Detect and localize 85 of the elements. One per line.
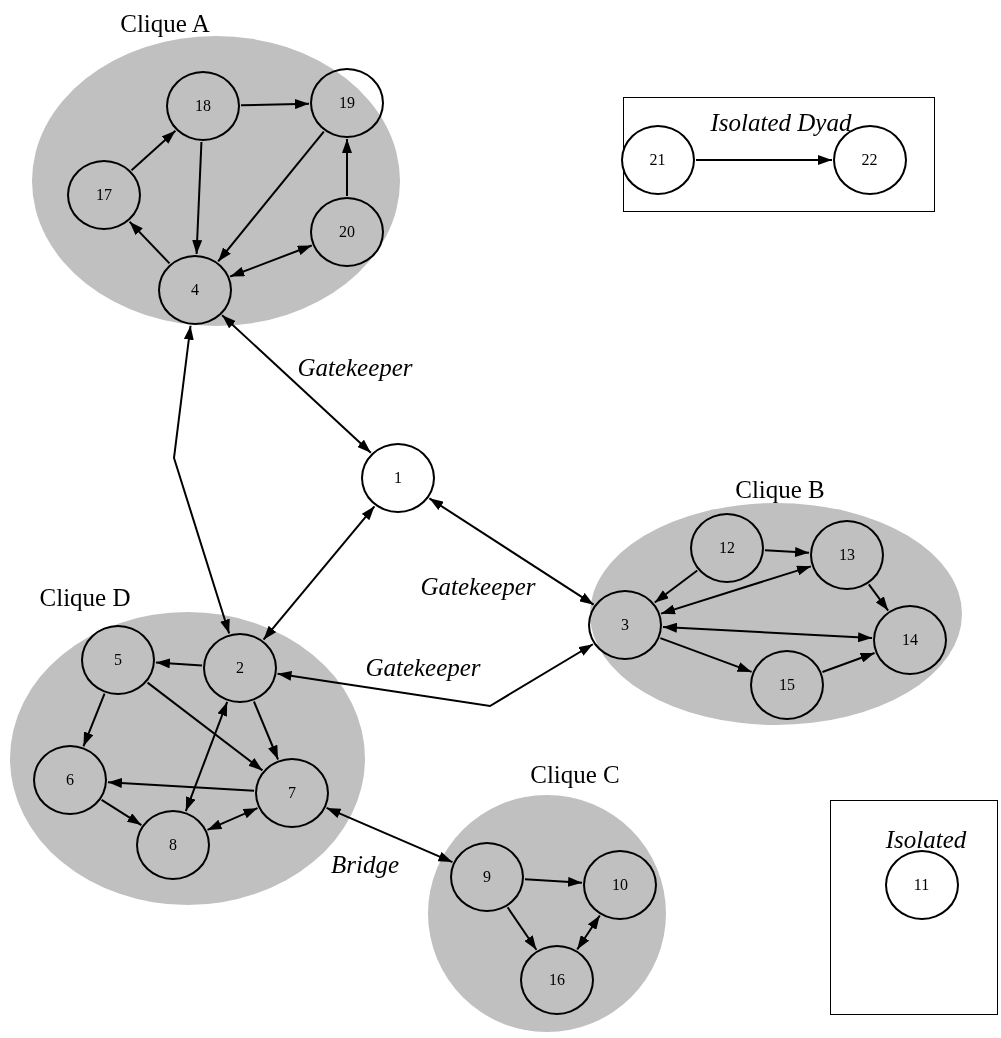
node-number: 22 — [861, 151, 878, 168]
edge-label: Gatekeeper — [365, 654, 481, 682]
arrow — [192, 140, 203, 256]
arrow — [867, 583, 890, 612]
double-arrow — [428, 497, 595, 606]
node-number: 19 — [339, 95, 355, 111]
actor-circle — [67, 160, 141, 230]
node-number: 21 — [649, 151, 666, 168]
actor-circle — [361, 443, 435, 513]
arrow — [154, 658, 204, 669]
arrow — [217, 130, 325, 263]
node-number: 12 — [719, 540, 735, 556]
actor-circle — [203, 633, 277, 703]
arrow — [130, 129, 177, 172]
arrow — [128, 220, 171, 265]
node-number: 17 — [96, 187, 112, 203]
arrow — [653, 569, 699, 604]
arrow — [100, 798, 143, 827]
group-frame — [623, 97, 935, 212]
actor-circle — [588, 590, 662, 660]
node-number: 2 — [236, 660, 244, 676]
arrow — [342, 138, 352, 197]
arrow — [252, 700, 280, 761]
double-arrow — [206, 807, 259, 831]
actor-circle — [310, 197, 384, 267]
clique-heading: Clique A — [120, 10, 210, 38]
double-arrow — [229, 244, 313, 278]
double-arrow — [262, 505, 376, 641]
arrow — [146, 681, 264, 772]
arrow — [695, 155, 833, 165]
edge-label: Gatekeeper — [420, 573, 536, 601]
node-number: 20 — [339, 224, 355, 240]
arrow — [763, 547, 811, 557]
arrow — [106, 778, 256, 792]
node-number: 18 — [195, 98, 211, 114]
actor-circle — [310, 68, 384, 138]
node-number: 8 — [169, 837, 177, 853]
actor-circle — [810, 520, 884, 590]
arrow — [821, 651, 876, 674]
actor-circle — [166, 71, 240, 141]
arrow — [523, 876, 584, 887]
actor-circle — [255, 758, 329, 828]
actor-circle — [750, 650, 824, 720]
double-arrow — [661, 622, 874, 643]
double-arrow — [576, 914, 601, 951]
node-number: 4 — [191, 282, 199, 298]
group-frame — [830, 800, 998, 1015]
node-number: 14 — [902, 632, 918, 648]
node-number: 16 — [549, 972, 565, 988]
arrow — [659, 637, 753, 673]
double-arrow — [173, 324, 231, 635]
double-arrow — [221, 314, 372, 454]
node-number: 9 — [483, 869, 491, 885]
node-number: 3 — [621, 617, 629, 633]
node-number: 11 — [913, 876, 930, 893]
actor-circle — [873, 605, 947, 675]
edge-label: Bridge — [331, 851, 399, 879]
actor-circle — [33, 745, 107, 815]
node-number: 5 — [114, 652, 122, 668]
actor-circle — [136, 810, 210, 880]
double-arrow — [660, 565, 812, 615]
clique-heading: Clique D — [39, 584, 131, 612]
clique-heading: Clique B — [735, 476, 825, 504]
actor-circle — [81, 625, 155, 695]
edge-label: Gatekeeper — [297, 354, 413, 382]
arrow — [240, 99, 310, 110]
frame-heading: Isolated Dyad — [710, 109, 852, 137]
double-arrow — [325, 806, 454, 864]
actor-circle — [450, 842, 524, 912]
node-number: 10 — [612, 877, 628, 893]
node-number: 7 — [288, 785, 296, 801]
node-number: 1 — [394, 470, 402, 486]
clique-heading: Clique C — [530, 761, 620, 789]
actor-circle — [690, 513, 764, 583]
node-number: 13 — [839, 547, 855, 563]
arrow — [82, 692, 106, 748]
arrow — [506, 906, 538, 951]
actor-circle — [583, 850, 657, 920]
actor-circle — [158, 255, 232, 325]
actor-circle — [520, 945, 594, 1015]
double-arrow — [276, 643, 594, 708]
frame-heading: Isolated — [885, 826, 967, 854]
node-number: 6 — [66, 772, 74, 788]
double-arrow — [184, 700, 229, 813]
node-number: 15 — [779, 677, 795, 693]
